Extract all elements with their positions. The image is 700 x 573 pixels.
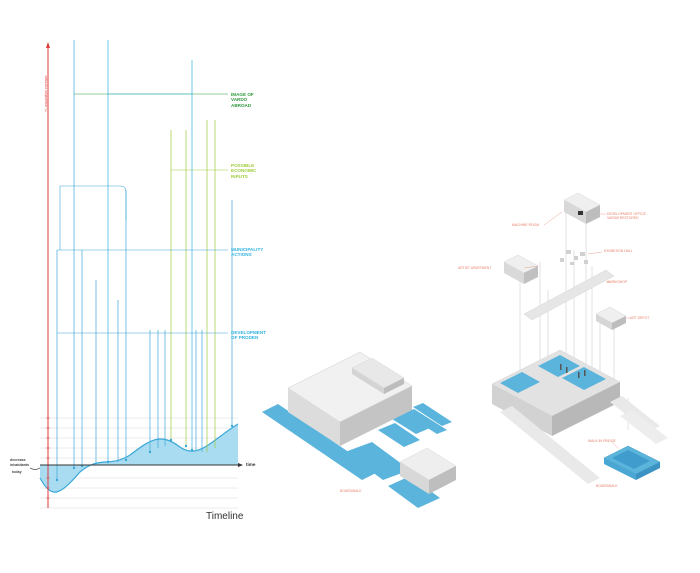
boardwalk-plate-1 xyxy=(378,423,420,447)
boardwalk-plate-2 xyxy=(392,413,430,434)
fridge-inner xyxy=(612,450,650,469)
baseline-dark-curve xyxy=(29,467,41,470)
event-lines xyxy=(56,40,233,480)
y-axis-label: +/- population increase xyxy=(44,75,48,112)
x-axis-arrow xyxy=(238,463,243,467)
y-axis-arrow xyxy=(46,42,50,48)
label-artist-apartment: ARTIST APARTMENT xyxy=(458,266,492,270)
boardwalk-plate-3 xyxy=(404,409,447,434)
fridge-left xyxy=(604,458,636,480)
boardwalk-strip-2 xyxy=(345,442,410,480)
category-connectors xyxy=(57,93,228,334)
side-label-decrease: decrease xyxy=(10,458,26,462)
y-axis-ticks xyxy=(46,417,50,499)
population-curve xyxy=(39,423,239,493)
annex-building-left xyxy=(400,462,429,494)
label-boardwalk-middle: BOARDWALK xyxy=(340,489,362,493)
label-workshop: WORKSHOP xyxy=(607,280,628,284)
main-building-right xyxy=(340,386,412,446)
category-development-proden: DEVELOPMENT OF PRODEN xyxy=(231,330,266,341)
boardwalk-strip-3 xyxy=(388,476,440,508)
walkway-strip-1 xyxy=(500,406,600,484)
ground-floor-blue-1 xyxy=(500,372,540,393)
category-municipality-actions: MUNICIPALITY ACTIONS xyxy=(231,247,264,258)
ground-floor-left xyxy=(492,384,552,436)
interior-figures xyxy=(560,364,586,378)
roof-box-left xyxy=(352,368,384,394)
label-art-depot: ART DEPOT xyxy=(630,316,650,320)
boardwalk-plate-4 xyxy=(413,403,452,426)
art-depot-left xyxy=(596,314,612,330)
population-curve-area xyxy=(40,424,238,493)
artist-apartment-right xyxy=(524,266,538,284)
side-label-inhabitants: inhabitants xyxy=(10,463,30,467)
ground-floor-blue-2 xyxy=(538,355,580,377)
exploded-axonometric xyxy=(491,192,668,484)
timeline-chart xyxy=(29,40,243,509)
machine-room-right xyxy=(586,205,600,224)
label-walk-in-fridge: WALK-IN FRIDGE xyxy=(588,439,616,443)
machine-room-slot xyxy=(578,211,583,215)
label-development-office: DEVELOPMENT OFFICE VARDØ RESTORED xyxy=(607,212,646,220)
label-leaders xyxy=(523,211,630,449)
label-exhibition-hall: EXHIBITION HALL xyxy=(604,249,633,253)
building-axonometric xyxy=(262,351,457,508)
label-machine-room: MACHINE ROOM xyxy=(512,223,540,227)
category-image-abroad: IMAGE OF VARDO ABROAD xyxy=(231,92,254,108)
art-depot-right xyxy=(612,316,626,330)
annex-building-right xyxy=(429,466,456,494)
boardwalk-strip-1 xyxy=(262,404,378,480)
fridge-right xyxy=(636,462,660,480)
ground-floor-blue-3 xyxy=(562,367,606,390)
exhibition-hall-objects xyxy=(560,250,588,265)
main-building-left xyxy=(288,388,340,446)
category-economic-inputs: POSSIBLE ECONOMIC INPUTS xyxy=(231,163,257,179)
roof-box-right xyxy=(384,378,404,394)
timeline-title: Timeline xyxy=(206,511,244,522)
label-boardwalk-right: BOARDWALK xyxy=(596,484,618,488)
machine-room-left xyxy=(564,200,586,224)
event-dots xyxy=(55,424,234,482)
workshop-slab xyxy=(523,269,615,321)
side-label-today: today xyxy=(12,470,22,474)
artist-apartment-left xyxy=(504,262,524,284)
x-axis-label: time xyxy=(246,462,256,467)
ground-floor-right xyxy=(552,382,620,436)
walkway-strip-3 xyxy=(620,410,668,444)
